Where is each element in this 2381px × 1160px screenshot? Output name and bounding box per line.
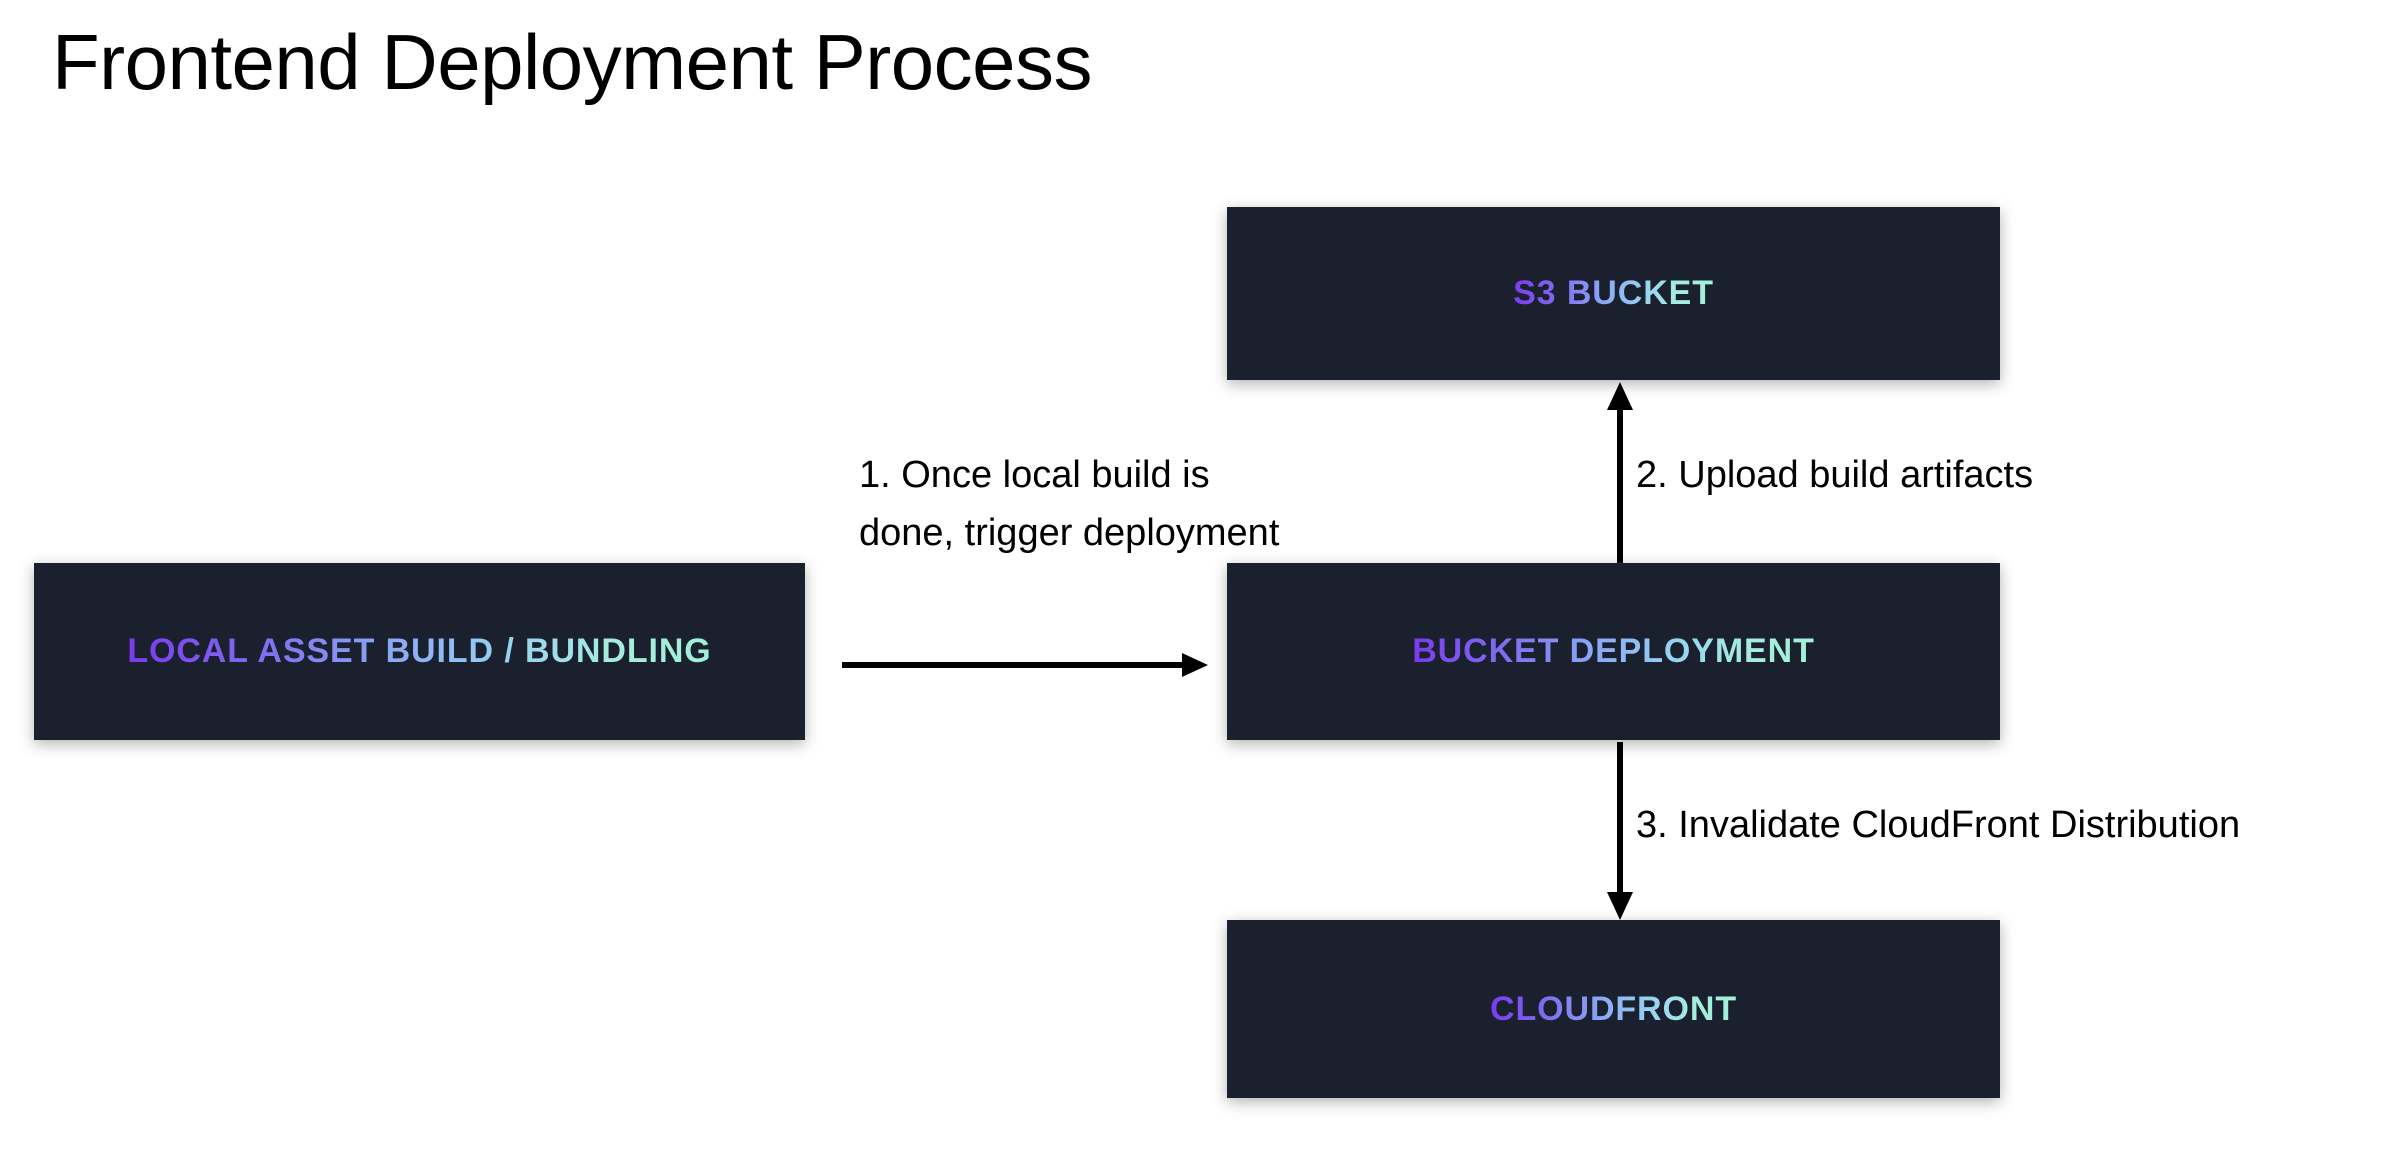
arrow-down-icon xyxy=(1607,742,1633,920)
node-s3-bucket-label: S3 Bucket xyxy=(1513,274,1714,312)
edge-label-trigger-deployment: 1. Once local build is done, trigger dep… xyxy=(859,454,1280,554)
node-local-asset-build-label: Local Asset Build / Bundling xyxy=(127,632,712,670)
page-title: Frontend Deployment Process xyxy=(52,18,1093,106)
node-s3-bucket[interactable]: S3 Bucket xyxy=(1227,207,2000,380)
node-cloudfront-label: CloudFront xyxy=(1490,989,1737,1028)
node-bucket-deployment-label: Bucket Deployment xyxy=(1412,632,1815,670)
node-bucket-deployment[interactable]: Bucket Deployment xyxy=(1227,563,2000,740)
node-local-asset-build[interactable]: Local Asset Build / Bundling xyxy=(34,563,805,740)
arrow-up-icon xyxy=(1607,382,1633,563)
arrow-right-icon xyxy=(842,653,1208,677)
edge-label-invalidate-cloudfront: 3. Invalidate CloudFront Distribution xyxy=(1636,804,2241,846)
edge-label-upload-build-artifacts: 2. Upload build artifacts xyxy=(1636,454,2034,496)
node-cloudfront[interactable]: CloudFront xyxy=(1227,920,2000,1098)
